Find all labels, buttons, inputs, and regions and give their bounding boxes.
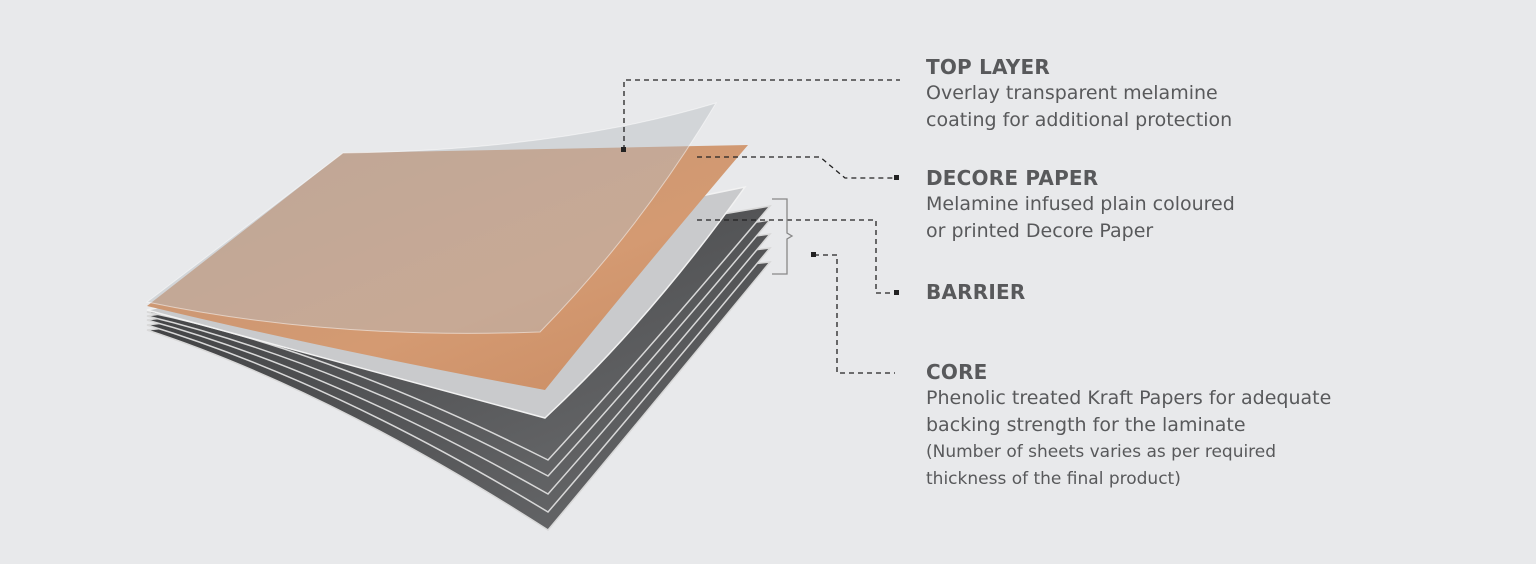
decore-paper-desc-1: Melamine infused plain coloured bbox=[926, 193, 1235, 215]
top-layer-desc-1: Overlay transparent melamine bbox=[926, 82, 1218, 104]
top-layer-title: TOP LAYER bbox=[926, 55, 1050, 79]
core-desc-1: Phenolic treated Kraft Papers for adequa… bbox=[926, 387, 1332, 409]
top-layer-sheet bbox=[145, 102, 718, 334]
barrier-title: BARRIER bbox=[926, 280, 1026, 304]
core-desc-2: backing strength for the laminate bbox=[926, 414, 1246, 436]
top-layer-desc-2: coating for additional protection bbox=[926, 109, 1233, 131]
leader-lines bbox=[623, 79, 900, 374]
core-bracket bbox=[772, 198, 794, 275]
decore-paper-sheet bbox=[147, 145, 748, 390]
decore-paper-desc-2: or printed Decore Paper bbox=[926, 220, 1154, 242]
core-label: CORE Phenolic treated Kraft Papers for a… bbox=[926, 359, 1331, 493]
decore-paper-title: DECORE PAPER bbox=[926, 166, 1099, 190]
core-note-2: thickness of the final product) bbox=[926, 469, 1181, 489]
barrier-label: BARRIER bbox=[926, 279, 1025, 305]
core-title: CORE bbox=[926, 360, 988, 384]
decore-paper-label: DECORE PAPER Melamine infused plain colo… bbox=[926, 165, 1235, 245]
core-note-1: (Number of sheets varies as per required bbox=[926, 442, 1277, 462]
top-layer-label: TOP LAYER Overlay transparent melamine c… bbox=[926, 54, 1232, 134]
leader-markers bbox=[621, 147, 899, 295]
